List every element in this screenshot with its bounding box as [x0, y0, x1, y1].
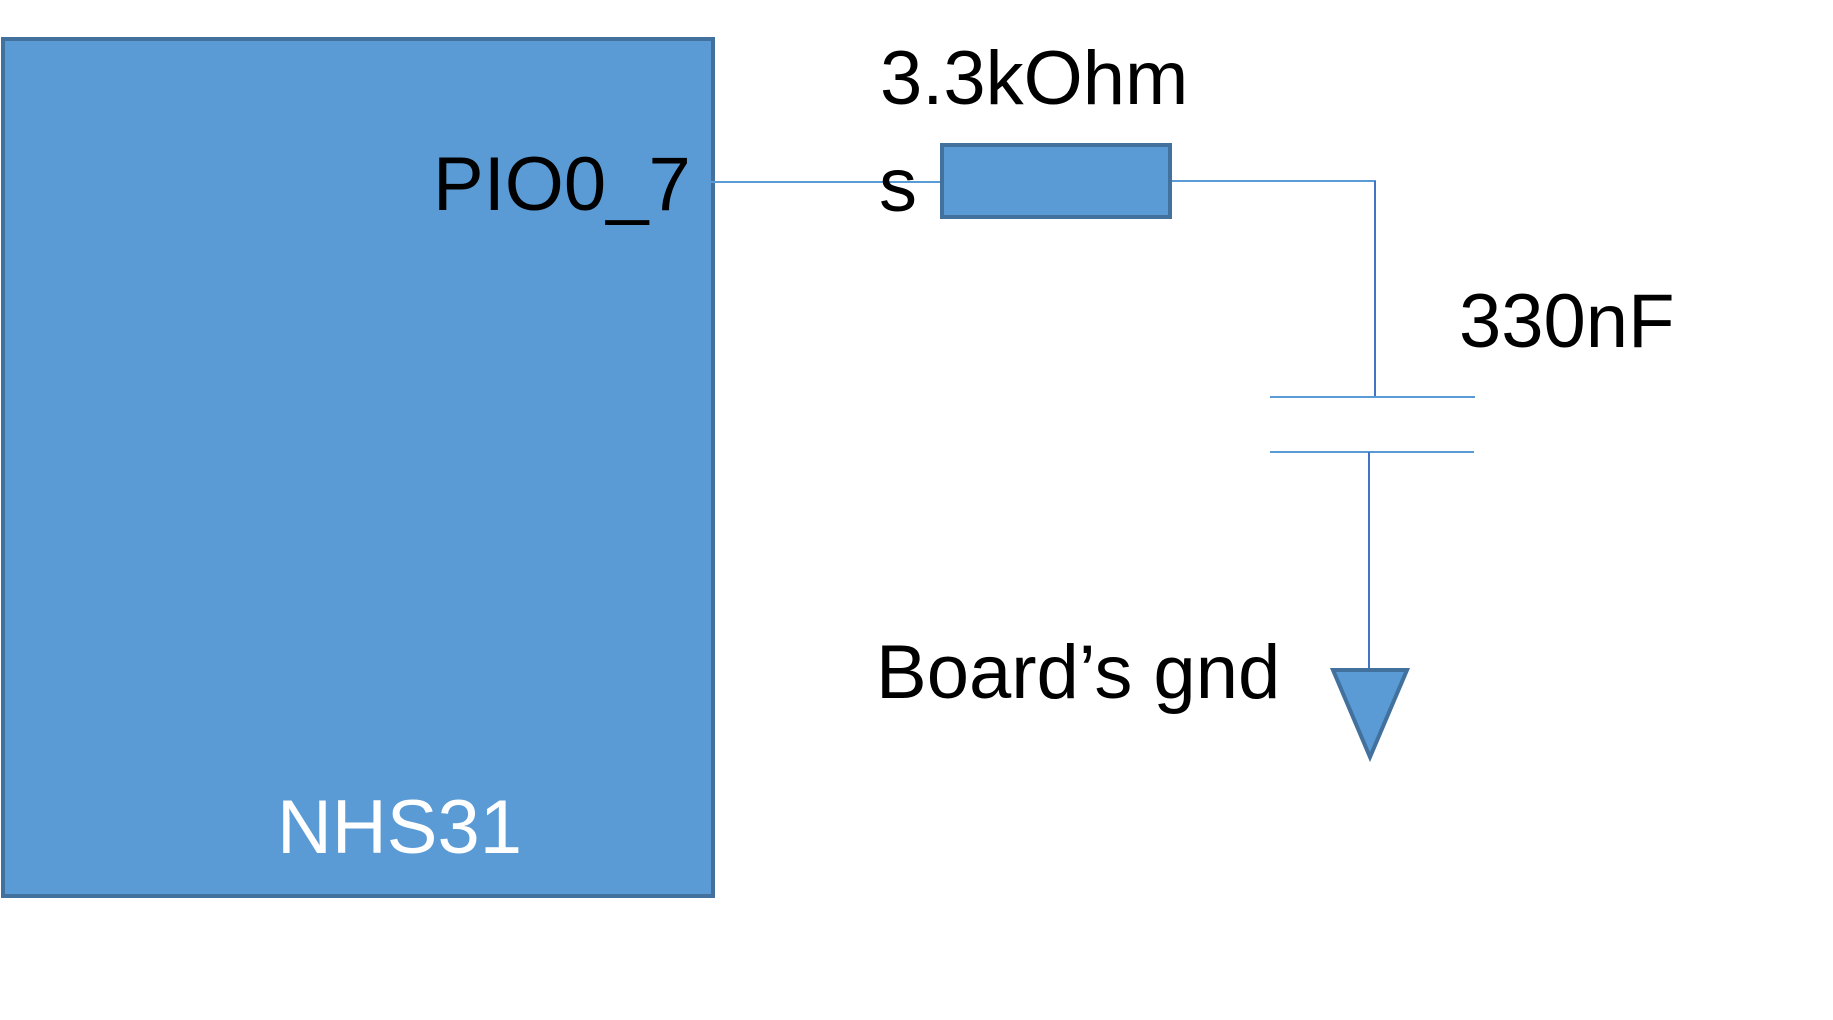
- resistor-value-label: 3.3kOhm: [880, 36, 1189, 121]
- pin-label: PIO0_7: [433, 142, 691, 227]
- chip-name-label: NHS31: [277, 785, 522, 870]
- resistor-value-label-wrap: s: [879, 143, 917, 228]
- ground-label: Board’s gnd: [876, 630, 1281, 715]
- capacitor-value-label: 330nF: [1459, 279, 1675, 364]
- nhs31-chip-block: [1, 37, 715, 898]
- resistor-body: [940, 143, 1172, 219]
- ground-symbol-icon: [1329, 668, 1411, 763]
